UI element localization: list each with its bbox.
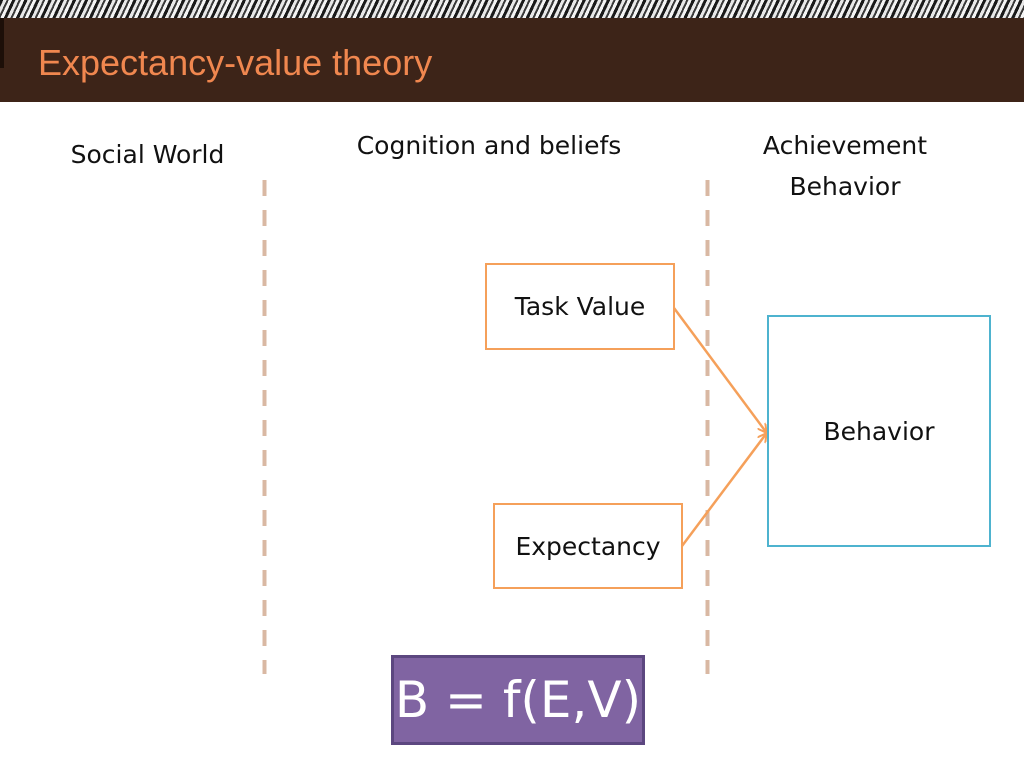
column-label-achievement: Achievement Behavior xyxy=(735,125,955,207)
node-behavior: Behavior xyxy=(767,315,991,547)
slide-title: Expectancy-value theory xyxy=(38,42,433,83)
arrow-task-value-to-behavior xyxy=(672,307,766,432)
dashed-divider-left xyxy=(262,180,267,674)
node-behavior-label: Behavior xyxy=(823,416,935,446)
node-expectancy-label: Expectancy xyxy=(515,531,661,561)
node-task-value: Task Value xyxy=(485,263,675,350)
column-label-achievement-line2: Behavior xyxy=(789,172,901,201)
formula-text: B = f(E,V) xyxy=(394,671,642,729)
dashed-divider-right xyxy=(705,180,710,674)
column-label-social-world: Social World xyxy=(70,140,225,169)
column-label-cognition: Cognition and beliefs xyxy=(356,131,622,160)
node-expectancy: Expectancy xyxy=(493,503,683,589)
decorative-banner xyxy=(0,0,1024,18)
node-task-value-label: Task Value xyxy=(514,292,646,321)
arrow-expectancy-to-behavior xyxy=(681,434,766,547)
title-bar xyxy=(0,18,1024,102)
title-bar-notch xyxy=(0,18,4,68)
column-label-achievement-line1: Achievement xyxy=(762,131,928,160)
formula-box: B = f(E,V) xyxy=(391,655,645,745)
